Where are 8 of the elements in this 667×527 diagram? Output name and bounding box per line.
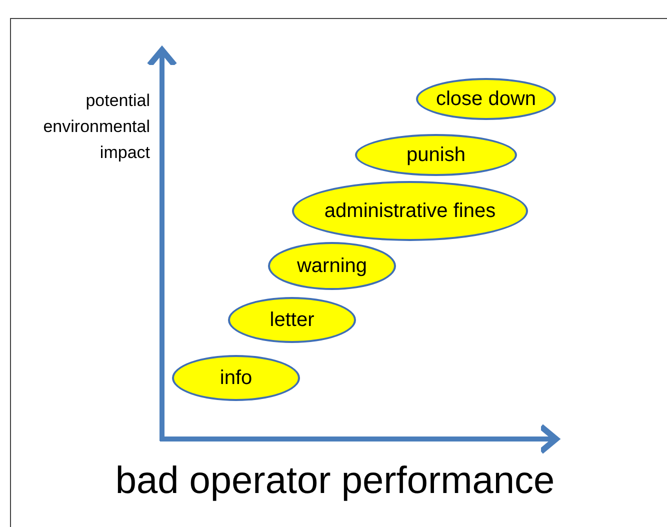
axis-title: potential environmental impact [42, 90, 150, 164]
node-label: letter [270, 308, 314, 332]
node-label: punish [406, 144, 466, 166]
node-label: administrative fines [324, 200, 496, 222]
node-label: warning [296, 254, 368, 278]
node-label: info [220, 366, 252, 390]
axis-title: bad operator performance [114, 460, 556, 503]
node-label: close down [436, 88, 536, 110]
